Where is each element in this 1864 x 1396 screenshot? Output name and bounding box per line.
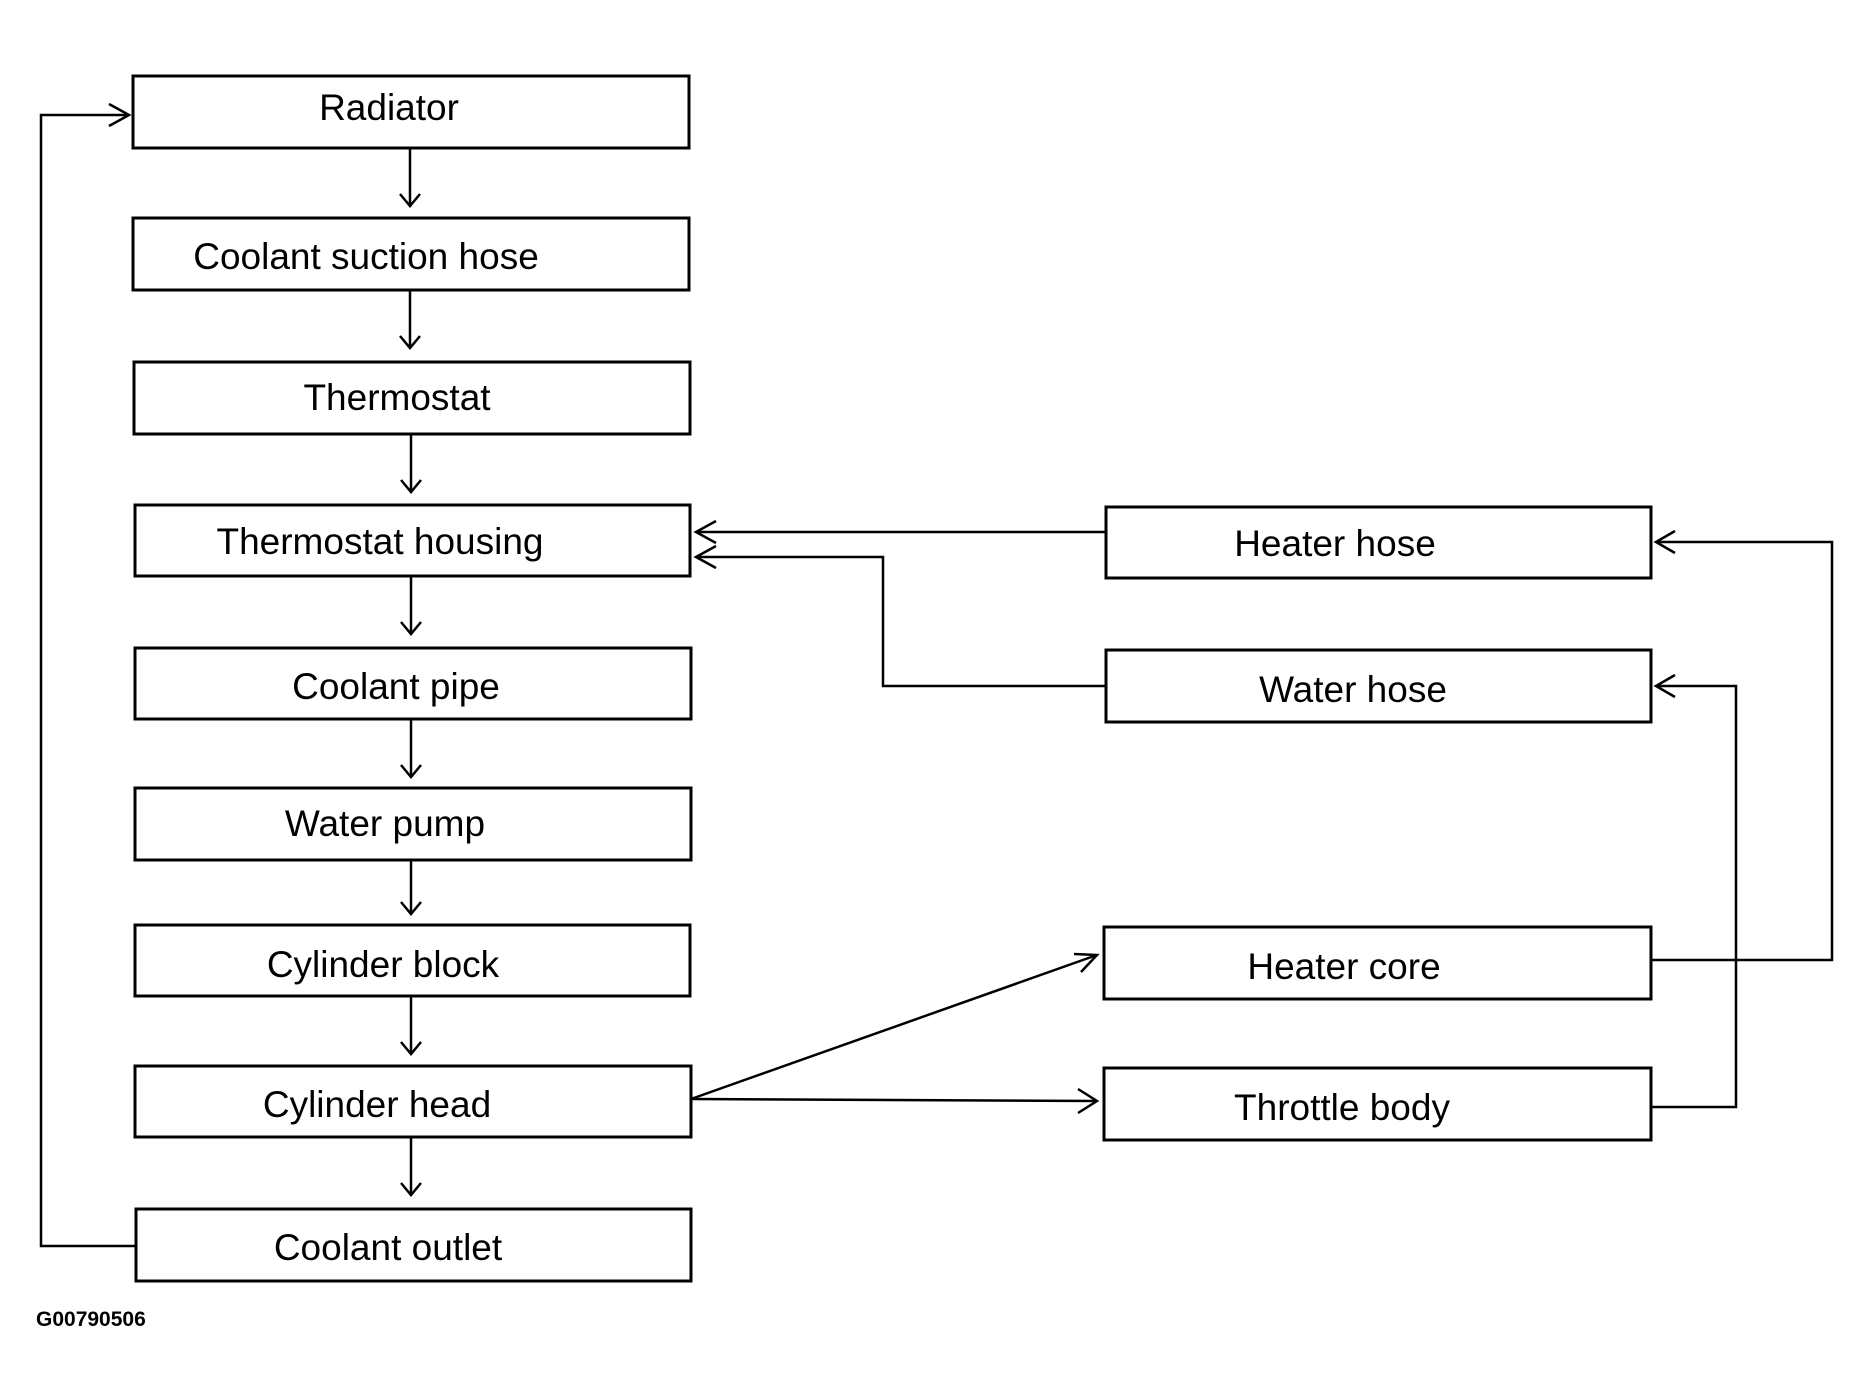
edge-heater-core-to-heater-hose (1651, 529, 1834, 962)
edge-radiator-to-coolant-suction-hose (399, 148, 421, 208)
edge-cylinder-head-to-heater-core (690, 952, 1100, 1101)
edge-coolant-outlet-to-radiator (39, 102, 136, 1248)
node-label: Thermostat (303, 377, 491, 418)
node-thermostat-housing: Thermostat housing (133, 503, 692, 578)
node-label: Heater hose (1234, 523, 1436, 564)
node-throttle-body: Throttle body (1102, 1066, 1653, 1142)
node-label: Cylinder head (263, 1084, 491, 1125)
node-radiator: Radiator (131, 74, 691, 150)
edge-throttle-body-to-water-hose (1651, 673, 1738, 1109)
figure-id: G00790506 (36, 1308, 146, 1331)
edge-water-pump-to-cylinder-block (400, 860, 422, 916)
node-coolant-outlet: Coolant outlet (134, 1207, 693, 1283)
node-coolant-suction-hose: Coolant suction hose (131, 216, 691, 292)
node-label: Coolant outlet (274, 1227, 503, 1268)
edge-cylinder-head-to-coolant-outlet (400, 1137, 422, 1197)
node-water-hose: Water hose (1104, 648, 1653, 724)
node-thermostat: Thermostat (132, 360, 692, 436)
edge-cylinder-head-to-throttle-body (690, 1087, 1100, 1115)
node-label: Coolant pipe (292, 666, 500, 707)
node-label: Throttle body (1234, 1087, 1450, 1128)
node-label: Radiator (319, 87, 459, 128)
edge-coolant-pipe-to-water-pump (400, 719, 422, 779)
edge-coolant-suction-hose-to-thermostat (399, 290, 421, 350)
node-coolant-pipe: Coolant pipe (133, 646, 693, 721)
node-label: Heater core (1247, 946, 1440, 987)
node-label: Water pump (285, 803, 485, 844)
edge-thermostat-housing-to-coolant-pipe (400, 576, 422, 636)
node-label: Cylinder block (267, 944, 500, 985)
edge-heater-hose-to-thermostat-housing (693, 519, 1106, 545)
node-label: Thermostat housing (216, 521, 543, 562)
node-label: Coolant suction hose (193, 236, 539, 277)
edge-cylinder-block-to-cylinder-head (400, 996, 422, 1056)
node-heater-core: Heater core (1102, 925, 1653, 1001)
node-label: Water hose (1259, 669, 1447, 710)
edge-water-hose-to-thermostat-housing (693, 544, 1106, 688)
node-heater-hose: Heater hose (1104, 505, 1653, 580)
edge-thermostat-to-thermostat-housing (400, 434, 422, 494)
node-water-pump: Water pump (133, 786, 693, 862)
node-cylinder-block: Cylinder block (133, 923, 692, 998)
node-cylinder-head: Cylinder head (133, 1064, 693, 1139)
